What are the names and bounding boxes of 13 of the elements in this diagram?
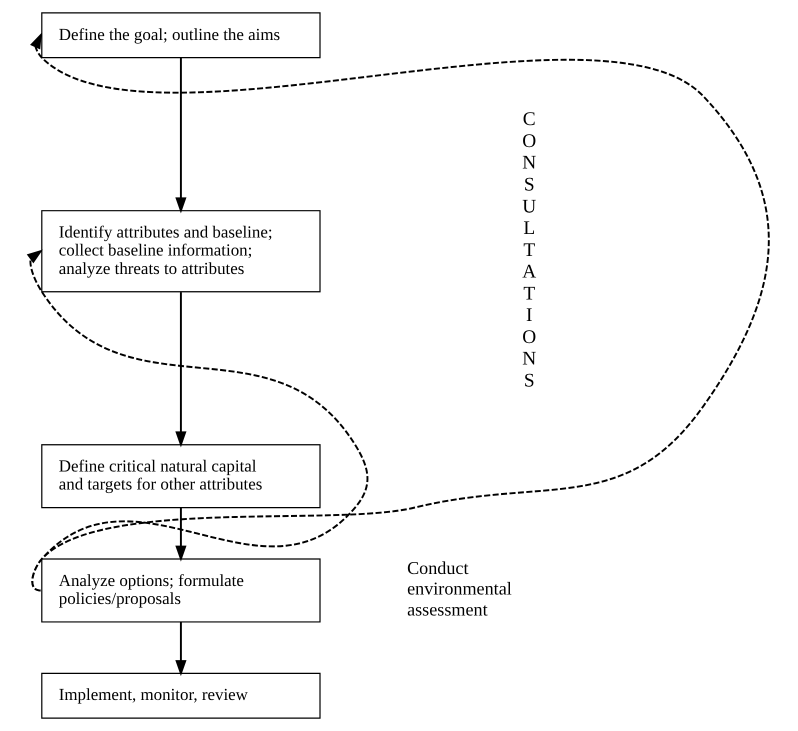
node-box: Define critical natural capital and targets for other attributes <box>40 444 320 508</box>
arrow <box>174 508 186 562</box>
arrow <box>174 58 186 214</box>
node-box: Define the goal; outline the aims <box>40 12 320 58</box>
label: Conduct environmental assessment <box>406 558 512 620</box>
arrow <box>26 249 368 592</box>
arrow <box>30 32 770 591</box>
node-box: Identify attributes and baseline; collect baseline information; analyze threats to attributes <box>40 210 320 292</box>
node-box: Analyze options; formulate policies/proposals <box>40 558 320 623</box>
arrow <box>174 622 186 676</box>
arrow <box>174 292 186 448</box>
node-box: Implement, monitor, review <box>40 672 320 719</box>
label: CONSULTATIONS <box>522 109 536 392</box>
